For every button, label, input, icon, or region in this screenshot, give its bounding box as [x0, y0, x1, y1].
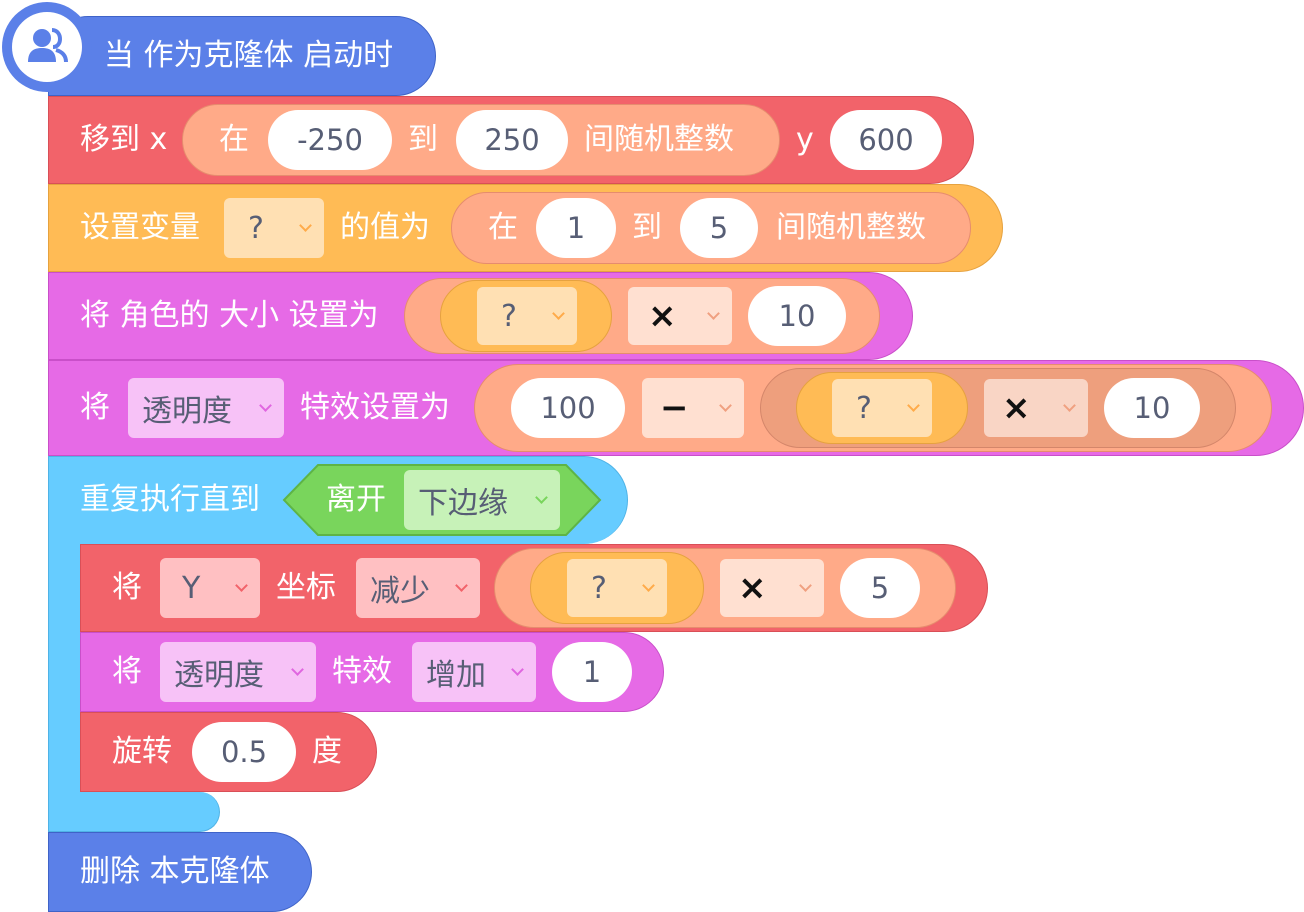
operator-dropdown-value: ×: [1002, 388, 1031, 428]
chevron-down-icon: [511, 663, 524, 676]
turn-degrees-input[interactable]: 0.5: [192, 722, 296, 782]
repeat-label: 重复执行直到: [80, 482, 260, 517]
variable-dropdown-value: ?: [591, 570, 607, 606]
operator-dropdown-value: −: [660, 388, 689, 428]
hat-block-when-start-as-clone[interactable]: [48, 16, 436, 96]
chevron-down-icon: [642, 579, 655, 592]
variable-dropdown[interactable]: ?: [477, 287, 577, 345]
effect-dropdown[interactable]: 透明度: [160, 642, 316, 702]
condition-label: 离开: [326, 482, 386, 517]
goto-label: 移到 x: [80, 122, 168, 157]
variable-dropdown-value: ?: [856, 390, 872, 426]
variable-dropdown[interactable]: ?: [832, 379, 932, 437]
chevron-down-icon: [799, 579, 812, 592]
repeat-until-foot: [48, 792, 220, 832]
delete-label: 删除 本克隆体: [80, 854, 270, 889]
variable-dropdown-value: ?: [501, 298, 517, 334]
setvar-value-label: 的值为: [340, 210, 430, 245]
changeeffect-label2: 特效: [332, 654, 392, 689]
multiply-factor-input[interactable]: 10: [1104, 378, 1200, 438]
chevron-down-icon: [455, 579, 468, 592]
changeeffect-label: 将: [112, 654, 142, 689]
seteffect-label: 将: [80, 390, 110, 425]
chevron-down-icon: [235, 579, 248, 592]
changey-label2: 坐标: [276, 570, 336, 605]
chevron-down-icon: [291, 663, 304, 676]
effect-change-input[interactable]: 1: [552, 642, 632, 702]
effect-dropdown-value: 透明度: [142, 394, 232, 429]
edge-dropdown-value: 下边缘: [418, 486, 508, 521]
effect-dropdown-value: 透明度: [174, 658, 264, 693]
clone-icon-circle: [2, 2, 92, 92]
chevron-down-icon: [719, 399, 732, 412]
seteffect-label2: 特效设置为: [300, 390, 450, 425]
size-factor-input[interactable]: 10: [748, 286, 846, 346]
changey-label: 将: [112, 570, 142, 605]
chevron-down-icon: [299, 219, 312, 232]
change-mode-dropdown-value: 减少: [370, 574, 430, 609]
hat-label: 当 作为克隆体 启动时: [104, 38, 394, 73]
operator-dropdown[interactable]: ×: [720, 559, 824, 617]
goto-y-label: y: [796, 122, 814, 157]
random-end-label: 间随机整数: [776, 210, 926, 245]
setvar-label: 设置变量: [80, 210, 200, 245]
chevron-down-icon: [259, 399, 272, 412]
axis-dropdown[interactable]: Y: [160, 558, 260, 618]
turn-unit-label: 度: [312, 734, 342, 769]
chevron-down-icon: [1063, 399, 1076, 412]
goto-y-input[interactable]: 600: [830, 110, 942, 170]
chevron-down-icon: [535, 491, 548, 504]
turn-label: 旋转: [112, 734, 172, 769]
multiply-factor-input[interactable]: 5: [840, 558, 920, 618]
axis-dropdown-value: Y: [182, 570, 201, 606]
clone-icon: [28, 28, 68, 63]
operator-dropdown[interactable]: ×: [628, 287, 732, 345]
operator-dropdown[interactable]: −: [642, 378, 744, 438]
chevron-down-icon: [552, 307, 565, 320]
random-in-label: 在: [488, 210, 518, 245]
operator-dropdown-value: ×: [648, 296, 677, 336]
chevron-down-icon: [707, 307, 720, 320]
operator-dropdown[interactable]: ×: [984, 379, 1088, 437]
random-to-label: 到: [632, 210, 662, 245]
variable-dropdown[interactable]: ?: [224, 198, 324, 258]
setsize-label: 将 角色的 大小 设置为: [80, 298, 379, 333]
change-mode-dropdown[interactable]: 减少: [356, 558, 480, 618]
random-max-input[interactable]: 5: [680, 198, 758, 258]
variable-dropdown[interactable]: ?: [567, 559, 667, 617]
random-min-input[interactable]: -250: [268, 110, 392, 170]
effect-base-input[interactable]: 100: [511, 378, 625, 438]
random-to-label: 到: [408, 122, 438, 157]
variable-dropdown-value: ?: [248, 210, 264, 246]
chevron-down-icon: [907, 399, 920, 412]
operator-dropdown-value: ×: [738, 568, 767, 608]
effect-dropdown[interactable]: 透明度: [128, 378, 284, 438]
repeat-until-arm: [48, 540, 80, 796]
edge-dropdown[interactable]: 下边缘: [404, 470, 560, 530]
random-in-label: 在: [219, 122, 249, 157]
random-end-label: 间随机整数: [584, 122, 734, 157]
random-min-input[interactable]: 1: [536, 198, 616, 258]
random-max-input[interactable]: 250: [456, 110, 568, 170]
change-mode-dropdown-value: 增加: [426, 658, 486, 693]
change-mode-dropdown[interactable]: 增加: [412, 642, 536, 702]
